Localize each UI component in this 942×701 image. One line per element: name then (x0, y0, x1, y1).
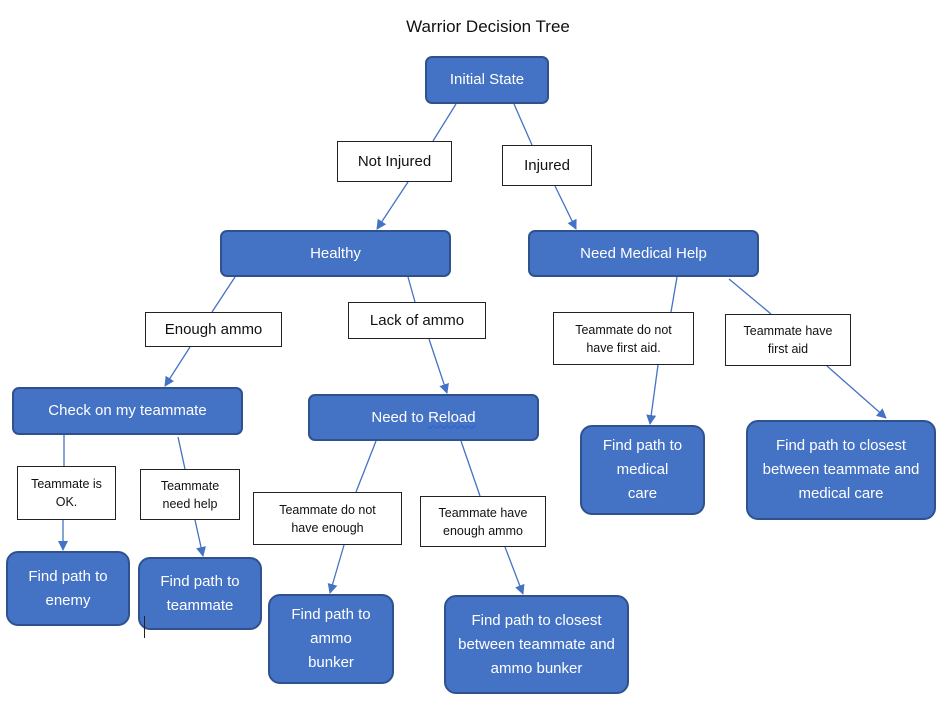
edge-initial-to-not-injured (432, 103, 457, 142)
edge-medical-to-have-first-aid (728, 278, 772, 315)
edge-initial-to-injured (513, 103, 533, 146)
edge-enough-to-closest-ammo (504, 546, 525, 595)
edge-injured-to-medical (554, 185, 577, 230)
node-check-on-teammate: Check on my teammate (12, 387, 243, 435)
node-closest-ammo-text: Find path to closest between teammate an… (458, 611, 615, 677)
label-enough-ammo: Enough ammo (145, 312, 282, 347)
node-find-path-closest-teammate-ammo-bunker: Find path to closest between teammate an… (444, 595, 629, 694)
edge-need-help-to-find-teammate (194, 519, 206, 557)
node-find-path-to-enemy: Find path to enemy (6, 551, 130, 626)
edge-not-enough-to-ammo-bunker (327, 544, 345, 594)
edge-lack-ammo-to-reload (428, 338, 449, 394)
node-need-medical-help: Need Medical Help (528, 230, 759, 277)
label-teammate-not-enough: Teammate do not have enough (253, 492, 402, 545)
edge-medical-to-no-first-aid (670, 276, 678, 313)
edge-healthy-to-enough-ammo (211, 276, 236, 313)
edge-have-first-aid-to-closest-medical (826, 365, 887, 419)
label-teammate-no-first-aid: Teammate do not have first aid. (553, 312, 694, 365)
edge-reload-to-enough (460, 440, 481, 497)
label-teammate-ok: Teammate is OK. (17, 466, 116, 520)
label-not-injured: Not Injured (337, 141, 452, 182)
edge-reload-to-not-enough (355, 440, 377, 493)
label-teammate-enough-ammo: Teammate have enough ammo (420, 496, 546, 547)
node-find-path-to-teammate: Find path to teammate (138, 557, 262, 630)
label-injured: Injured (502, 145, 592, 186)
node-initial-state: Initial State (425, 56, 549, 104)
label-teammate-have-first-aid: Teammate have first aid (725, 314, 851, 366)
text-cursor (144, 616, 145, 638)
edge-healthy-to-lack-ammo (407, 276, 416, 303)
node-find-path-to-medical-care: Find path to medical care (580, 425, 705, 515)
diagram-title: Warrior Decision Tree (406, 17, 570, 36)
node-find-path-closest-teammate-medical-care: Find path to closest between teammate an… (746, 420, 936, 520)
edge-not-injured-to-healthy (376, 181, 409, 230)
edge-enough-ammo-to-check (164, 346, 191, 387)
label-lack-of-ammo: Lack of ammo (348, 302, 486, 339)
edge-check-to-need-help (177, 436, 186, 470)
node-find-path-to-ammo-bunker: Find path to ammo bunker (268, 594, 394, 684)
node-need-to-reload: Need to Reload (308, 394, 539, 441)
edge-no-first-aid-to-medical-care (646, 364, 659, 425)
node-healthy: Healthy (220, 230, 451, 277)
label-teammate-need-help: Teammate need help (140, 469, 240, 520)
